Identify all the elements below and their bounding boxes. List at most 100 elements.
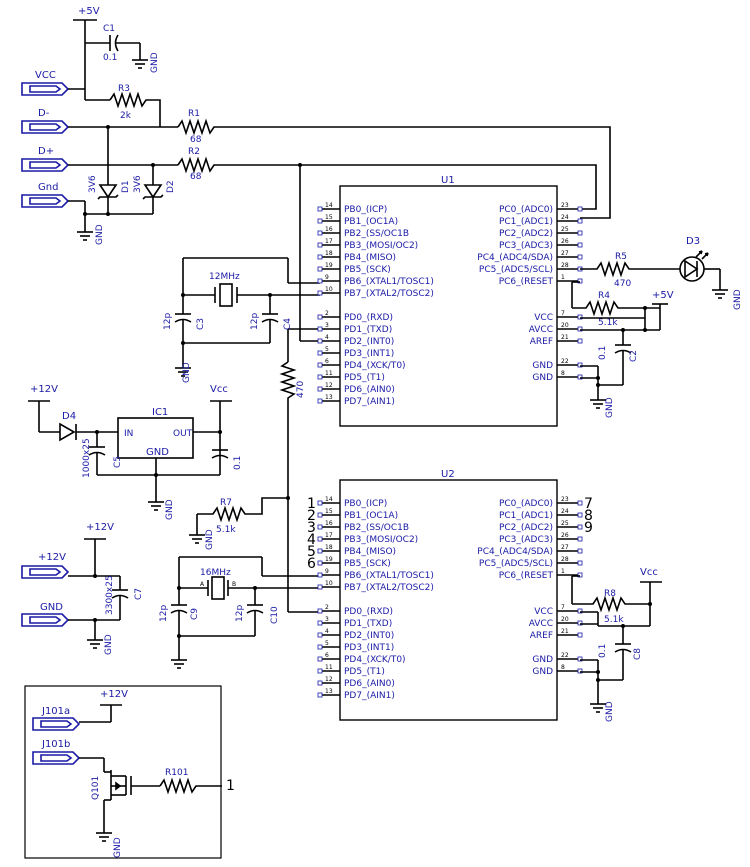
reset-network-u2: R8 5.1k Vcc 0.1 C8 GND xyxy=(571,567,662,722)
pin-number: 1 xyxy=(561,568,565,575)
c8-val: 0.1 xyxy=(598,644,608,658)
r-470: 470 xyxy=(279,361,306,405)
pin-label: VCC xyxy=(534,313,553,323)
pin-number: 27 xyxy=(561,544,569,551)
u2-gnd-label: GND xyxy=(605,701,615,722)
pin-label: PB5_(SCK) xyxy=(344,559,391,569)
u2-ext-label: 9 xyxy=(584,520,593,536)
c9-val: 12p xyxy=(159,605,169,622)
port-gndc-label: GND xyxy=(40,602,63,613)
pin-label: PD7_(AIN1) xyxy=(344,397,395,407)
c4-val: 12p xyxy=(250,313,260,330)
pin-label: PB0_(ICP) xyxy=(344,499,387,509)
pin-label: AVCC xyxy=(529,619,553,629)
pin-label: PB2_(SS/OC1B xyxy=(344,229,409,239)
ic1-in: IN xyxy=(124,429,133,439)
pin-number: 8 xyxy=(561,664,565,671)
pin-label: PC4_(ADC4/SDA) xyxy=(477,253,553,263)
pin-label: PB1_(OC1A) xyxy=(344,217,398,227)
d3-ref: D3 xyxy=(686,236,700,247)
port-j101a-label: J101a xyxy=(41,706,70,717)
pin-number: 19 xyxy=(325,262,333,269)
pin-label: PB4_(MISO) xyxy=(344,253,396,263)
pin-label: PC0_(ADC0) xyxy=(499,205,553,215)
d1-val: 3V6 xyxy=(88,175,98,193)
c6-val: 0.1 xyxy=(233,456,243,470)
y2-b: B xyxy=(232,581,236,588)
u1-gnd-label: GND xyxy=(605,397,615,418)
pin-label: PD1_(TXD) xyxy=(344,619,392,629)
r7-gnd-label: GND xyxy=(205,529,215,550)
r1-val: 68 xyxy=(190,135,202,145)
pin-number: 9 xyxy=(325,568,329,575)
y2-a: A xyxy=(200,581,205,588)
pin-number: 6 xyxy=(325,358,329,365)
r1-ref: R1 xyxy=(188,109,200,119)
pin-label: PC1_(ADC1) xyxy=(499,217,553,227)
pin-label: PB3_(MOSI/OC2) xyxy=(344,535,418,545)
c1-ref: C1 xyxy=(103,24,115,34)
d4-ref: D4 xyxy=(62,411,76,422)
pin-number: 7 xyxy=(561,604,565,611)
pin-number: 14 xyxy=(325,496,333,503)
pin-gnd-label: GND xyxy=(104,634,114,655)
pin-label: PD7_(AIN1) xyxy=(344,691,395,701)
pin-number: 17 xyxy=(325,532,333,539)
usb-gnd-label: GND xyxy=(95,224,105,245)
pin-label: PB7_(XTAL2/TOSC2) xyxy=(344,289,434,299)
pin-label: PD1_(TXD) xyxy=(344,325,392,335)
pin-label: GND xyxy=(532,373,553,383)
pin-number: 23 xyxy=(561,202,569,209)
r4-ref: R4 xyxy=(598,291,610,301)
pin-label: PD2_(INT0) xyxy=(344,631,394,641)
pin-label: AVCC xyxy=(529,325,553,335)
pin-number: 25 xyxy=(561,226,569,233)
r4-val: 5.1k xyxy=(598,318,618,328)
pin-label: PC5_(ADC5/SCL) xyxy=(479,559,553,569)
pin-label: GND xyxy=(532,667,553,677)
pin-number: 1 xyxy=(561,274,565,281)
r2-ref: R2 xyxy=(188,147,200,157)
u2-ext-label: 5 xyxy=(307,544,316,560)
ic1-gnd: GND xyxy=(146,447,169,458)
pin-number: 16 xyxy=(325,520,333,527)
pin-label: PD2_(INT0) xyxy=(344,337,394,347)
r5-val: 470 xyxy=(614,279,631,289)
pin-label: PC6_(RESET xyxy=(499,571,554,581)
c7-ref: C7 xyxy=(134,588,144,600)
pin-label: PD0_(RXD) xyxy=(344,313,393,323)
pin-number: 15 xyxy=(325,214,333,221)
r101-ref: R101 xyxy=(165,768,188,778)
pin-number: 8 xyxy=(561,370,565,377)
pin-label: PD6_(AIN0) xyxy=(344,679,395,689)
pin-number: 4 xyxy=(325,628,329,635)
c10-val: 12p xyxy=(235,605,245,622)
pin-number: 22 xyxy=(561,652,569,659)
pin-number: 18 xyxy=(325,250,333,257)
pin-label: PB5_(SCK) xyxy=(344,265,391,275)
pin-number: 26 xyxy=(561,238,569,245)
pin-number: 20 xyxy=(561,616,569,623)
p5v-label: +5V xyxy=(78,6,100,17)
pin-label: PC3_(ADC3) xyxy=(499,535,553,545)
r2: R2 68 xyxy=(177,147,597,210)
pin-number: 3 xyxy=(325,322,329,329)
p12v3-label: +12V xyxy=(100,689,128,700)
u2-ext-label: 2 xyxy=(307,508,316,524)
u2-ext-label: 7 xyxy=(584,496,593,512)
pin-label: PC4_(ADC4/SDA) xyxy=(477,547,553,557)
u2-right-pins: 23PC0_(ADC0)24PC1_(ADC1)25PC2_(ADC2)26PC… xyxy=(477,496,583,677)
port-j101b-label: J101b xyxy=(41,739,70,750)
q101-gnd-label: GND xyxy=(113,837,123,858)
pin-label: PC5_(ADC5/SCL) xyxy=(479,265,553,275)
pin-number: 2 xyxy=(325,604,329,611)
reset-network-u1: R4 5.1k +5V 0.1 C2 GND xyxy=(571,281,674,418)
pin-label: PC0_(ADC0) xyxy=(499,499,553,509)
pin-number: 21 xyxy=(561,334,569,341)
u1-ref: U1 xyxy=(441,175,455,186)
y2-val: 16MHz xyxy=(200,568,231,578)
port-p12-label: +12V xyxy=(38,552,66,563)
